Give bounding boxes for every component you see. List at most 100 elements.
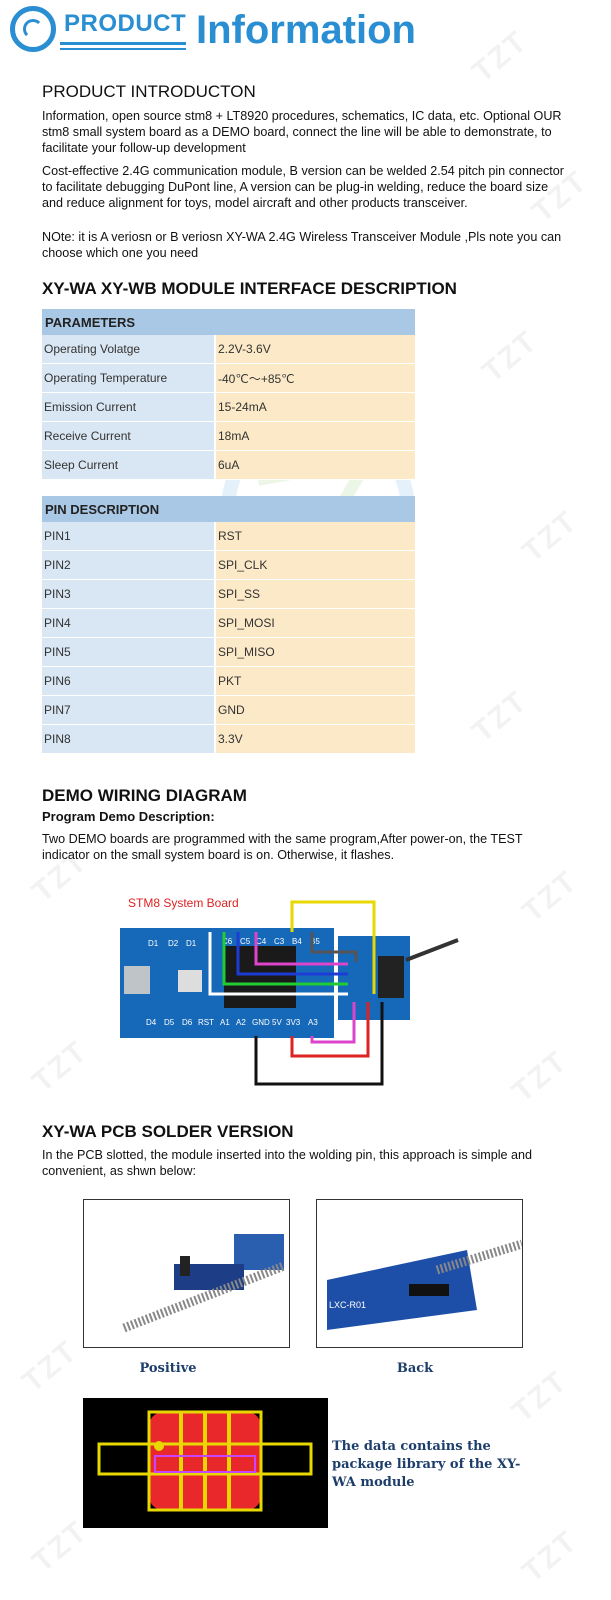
antenna-wire <box>405 938 459 962</box>
positive-caption: Positive <box>139 1361 197 1376</box>
positive-photo <box>83 1199 290 1348</box>
pin-label: D5 <box>164 1018 175 1027</box>
module-silkscreen: LXC-R01 <box>329 1300 366 1310</box>
solder-heading: XY-WA PCB SOLDER VERSION <box>42 1122 294 1141</box>
watermark: TZT <box>516 1524 585 1589</box>
wire-gray <box>310 932 358 962</box>
pin-label: C5 <box>240 937 251 946</box>
pin-label: GND <box>252 1018 270 1027</box>
pin-header: PIN DESCRIPTION <box>42 496 415 522</box>
wire-magenta <box>254 932 348 966</box>
pin-function: SPI_MISO <box>214 637 415 667</box>
wire-green <box>222 932 348 986</box>
param-value: -40℃～+85℃ <box>214 363 415 393</box>
pin-label: C6 <box>222 937 233 946</box>
wire-black <box>254 1002 384 1086</box>
wire-red <box>290 1002 370 1058</box>
divider <box>60 48 186 50</box>
demo-heading: DEMO WIRING DIAGRAM <box>42 786 247 805</box>
pin-function: 3.3V <box>214 724 415 754</box>
watermark: TZT <box>26 1034 95 1099</box>
pin-label: D1 <box>186 939 197 948</box>
pin-label: D1 <box>148 939 159 948</box>
intro-paragraph-1: Information, open source stm8 + LT8920 p… <box>42 109 562 155</box>
pin-label: D6 <box>182 1018 193 1027</box>
wire-blue <box>236 932 348 976</box>
demo-text: Two DEMO boards are programmed with the … <box>42 832 523 862</box>
watermark: TZT <box>466 684 535 749</box>
bottom-pin-labels: D4 D5 D6 RST A1 A2 GND 5V 3V3 A3 <box>146 1018 318 1027</box>
wiring-diagram: STM8 System Board D1 D2 D1 C6 C5 C4 C3 B… <box>120 896 459 1086</box>
usb-connector <box>124 966 150 994</box>
pin-label: C4 <box>256 937 267 946</box>
pin-label: A1 <box>220 1018 230 1027</box>
footprint-image <box>97 1410 313 1512</box>
intro-heading: PRODUCT INTRODUCTON <box>42 82 256 101</box>
reset-button <box>178 970 202 992</box>
pin-function: GND <box>214 695 415 725</box>
param-value: 15-24mA <box>214 392 415 422</box>
module-front-image <box>122 1234 286 1333</box>
pin-number: PIN8 <box>42 724 215 754</box>
watermark: TZT <box>516 504 585 569</box>
pin-label: D4 <box>146 1018 157 1027</box>
pin-number: PIN7 <box>42 695 215 725</box>
param-name: Sleep Current <box>42 450 215 480</box>
pin-number: PIN6 <box>42 666 215 696</box>
param-name: Emission Current <box>42 392 215 422</box>
pin-number: PIN3 <box>42 579 215 609</box>
demo-subheading: Program Demo Description: <box>42 809 215 824</box>
mcu-chip <box>224 946 296 1008</box>
wire-yellow <box>290 900 376 994</box>
pin-number: PIN1 <box>42 522 215 551</box>
param-name: Operating Temperature <box>42 363 215 393</box>
pin-label: 5V <box>272 1018 282 1027</box>
pin-function: SPI_CLK <box>214 550 415 580</box>
pin-label: B4 <box>292 937 302 946</box>
magnifier-icon <box>10 6 56 52</box>
watermark: TZT <box>506 1364 575 1429</box>
table-row: Operating Temperature-40℃～+85℃ <box>42 363 415 393</box>
param-value: 18mA <box>214 421 415 451</box>
param-name: Receive Current <box>42 421 215 451</box>
wire-white <box>208 932 348 996</box>
interface-heading: XY-WA XY-WB MODULE INTERFACE DESCRIPTION <box>42 279 457 298</box>
back-photo: LXC-R01 <box>316 1199 524 1348</box>
module-back-image: LXC-R01 <box>327 1239 524 1330</box>
page-title: Information <box>196 8 416 52</box>
pin-label: C3 <box>274 937 285 946</box>
top-pin-labels: D1 D2 D1 C6 C5 C4 C3 B4 B5 <box>148 937 320 948</box>
pin-number: PIN2 <box>42 550 215 580</box>
pin-function: SPI_MOSI <box>214 608 415 638</box>
pin-function: RST <box>214 522 415 551</box>
pin-label: D2 <box>168 939 179 948</box>
pin-label: 3V3 <box>286 1018 301 1027</box>
intro-note: NOte: it is A veriosn or B veriosn XY-WA… <box>42 230 562 260</box>
parameters-header: PARAMETERS <box>42 309 415 335</box>
pin-number: PIN5 <box>42 637 215 667</box>
watermark: TZT <box>516 864 585 929</box>
page-header: PRODUCT Information <box>0 0 611 70</box>
intro-paragraph-2: Cost-effective 2.4G communication module… <box>42 164 564 210</box>
board-label: STM8 System Board <box>128 896 239 910</box>
back-caption: Back <box>396 1361 434 1376</box>
watermark: TZT <box>16 1334 85 1399</box>
pin-label: RST <box>198 1018 214 1027</box>
pcb-note: The data contains the package library of… <box>332 1439 521 1490</box>
rf-chip <box>378 956 404 998</box>
param-value: 2.2V-3.6V <box>214 335 415 364</box>
solder-text: In the PCB slotted, the module inserted … <box>42 1148 533 1178</box>
param-name: Operating Volatge <box>42 335 215 364</box>
